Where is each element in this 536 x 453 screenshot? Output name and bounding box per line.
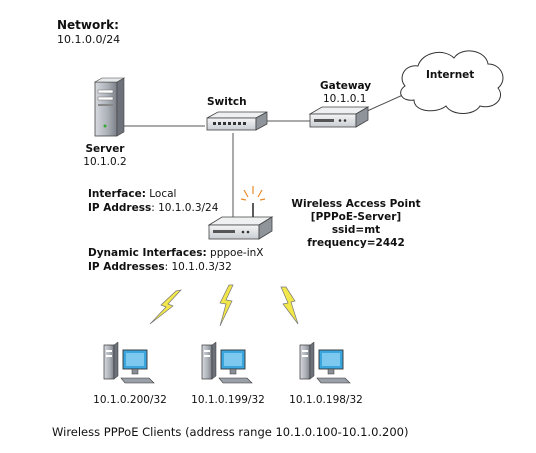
ap-interface-line: Interface: Local [88,188,176,201]
access-point-icon [207,203,274,240]
ap-interface-label: Interface: [88,188,146,200]
server-ip: 10.1.0.2 [83,156,127,168]
gateway-ip: 10.1.0.1 [323,93,367,105]
lightning-bolt-icon [149,289,182,325]
internet-label: Internet [426,69,475,81]
lightning-bolt-icon [280,286,299,325]
client-ip: 10.1.0.199/32 [191,394,265,406]
ap-dynamic-value: pppoe-inX [210,247,264,259]
client-ip: 10.1.0.198/32 [289,394,363,406]
internet-cloud-icon [400,50,504,114]
ap-interface-value: Local [149,188,177,200]
ap-dynamic-line: Dynamic Interfaces: pppoe-inX [88,247,263,260]
gateway-icon [308,106,370,128]
client-pc-icon [201,341,253,384]
ap-signal-sparks [240,186,266,201]
switch-icon [206,111,268,131]
network-address: 10.1.0.0/24 [57,33,121,46]
lightning-bolt-icon [219,284,234,327]
ap-dynamic-label: Dynamic Interfaces: [88,247,207,259]
client-pc-icon [299,341,351,384]
ap-ssid: ssid=mt [331,224,381,236]
ap-ip-line: IP Address: 10.1.0.3/24 [88,202,218,215]
ap-frequency: frequency=2442 [307,237,405,249]
wireless-signal-bolts [149,284,299,327]
client-ip: 10.1.0.200/32 [93,394,167,406]
ap-title: Wireless Access Point [291,198,421,210]
link-gateway-internet [364,93,406,113]
ap-role: [PPPoE-Server] [310,211,402,223]
network-label: Network: [57,18,119,32]
switch-label: Switch [207,96,247,108]
ap-dynamic-ip-label: IP Addresses [88,261,165,273]
connections [120,93,406,218]
footer-caption: Wireless PPPoE Clients (address range 10… [52,425,409,439]
server-icon [93,77,126,137]
ap-dynamic-ip-line: IP Addresses: 10.1.0.3/32 [88,261,232,274]
ap-dynamic-ip-value: : 10.1.0.3/32 [164,261,232,273]
ap-ip-value: : 10.1.0.3/24 [151,202,219,214]
server-label: Server [85,143,125,155]
ap-ip-label: IP Address [88,202,152,214]
gateway-label: Gateway [320,80,372,92]
client-pc-icon [103,341,155,384]
